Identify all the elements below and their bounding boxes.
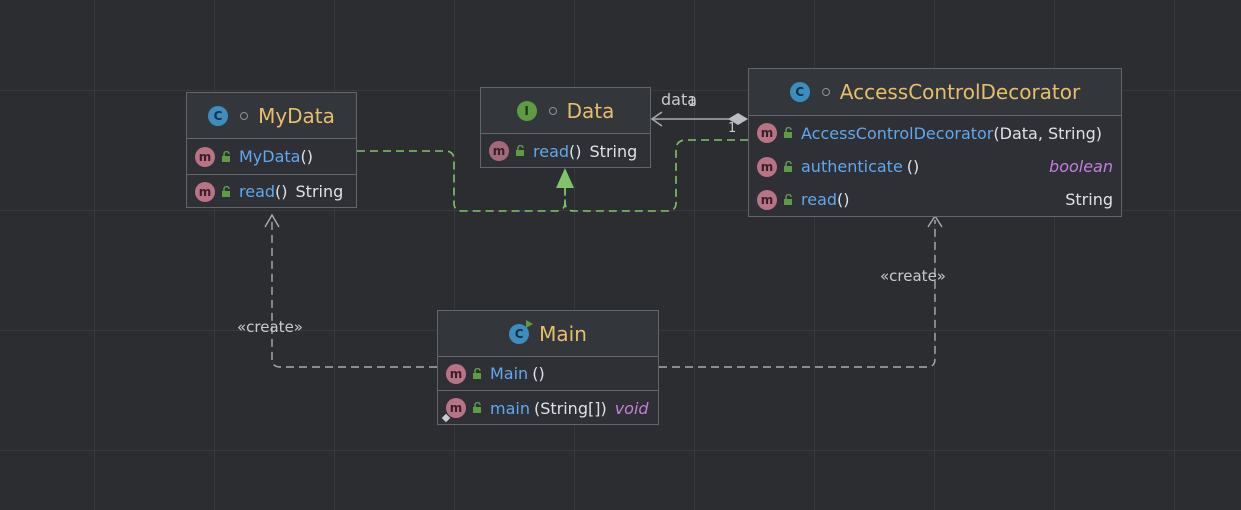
class-node-mydata[interactable]: C MyData m MyData () m read () String [186, 92, 357, 208]
method-icon: m [757, 189, 777, 210]
member-row-main-main[interactable]: m main (String[]) void [438, 390, 658, 425]
public-lock-icon [222, 150, 230, 162]
create-label-left: «create» [237, 318, 303, 336]
public-lock-icon [784, 127, 792, 138]
package-visibility-icon [821, 88, 830, 96]
member-name: read [801, 190, 838, 209]
member-name: read [239, 182, 276, 201]
member-return-type: String [589, 141, 638, 161]
class-header-mydata[interactable]: C MyData [187, 93, 356, 139]
package-visibility-icon [240, 111, 249, 120]
method-icon: m [195, 146, 215, 167]
member-name: MyData [239, 147, 301, 166]
static-method-icon: m [441, 398, 466, 423]
member-params: () [837, 190, 850, 209]
class-icon: C [789, 82, 810, 102]
association-arrowhead [650, 111, 663, 127]
class-header-main[interactable]: C Main [438, 311, 658, 357]
member-row-decorator-read[interactable]: m read () String [749, 183, 1121, 216]
member-name: main [490, 398, 530, 418]
public-lock-icon [784, 160, 792, 172]
member-row-mydata-constructor[interactable]: m MyData () [187, 139, 356, 174]
create-label-right: «create» [880, 267, 946, 285]
class-node-main[interactable]: C Main m Main () m main (String[]) void [437, 310, 659, 425]
class-title-main: Main [539, 321, 587, 346]
public-lock-icon [222, 185, 230, 197]
class-icon: C [208, 105, 229, 126]
package-visibility-icon [548, 106, 557, 115]
member-row-decorator-constructor[interactable]: m AccessControlDecorator (Data, String) [749, 116, 1121, 150]
multiplicity-target-label: 1 [728, 121, 737, 136]
member-name: AccessControlDecorator [801, 123, 994, 143]
member-row-data-read[interactable]: m read () String [481, 134, 650, 168]
member-params: (Data, String) [993, 123, 1102, 143]
member-return-type: String [295, 182, 344, 201]
class-title-data: Data [566, 98, 615, 123]
member-return-type: boolean [1049, 157, 1113, 176]
interface-icon: I [516, 100, 537, 121]
member-params: () [569, 141, 582, 161]
class-node-access-control-decorator[interactable]: C AccessControlDecorator m AccessControl… [748, 68, 1122, 217]
member-params: (String[]) [533, 398, 607, 418]
dependency-edge-main-mydata[interactable] [271, 218, 437, 368]
member-return-type: void [614, 398, 649, 418]
member-row-mydata-read[interactable]: m read () String [187, 174, 356, 208]
member-params: () [532, 364, 545, 383]
realization-arrowhead [556, 168, 574, 188]
abstract-method-icon: m [489, 141, 509, 161]
public-lock-icon [473, 367, 481, 379]
public-lock-icon [784, 193, 792, 205]
class-title-decorator: AccessControlDecorator [839, 80, 1081, 104]
method-icon: m [757, 156, 777, 177]
realization-edge-decorator-data[interactable] [564, 139, 748, 212]
public-lock-icon [516, 145, 524, 156]
member-row-decorator-authenticate[interactable]: m authenticate () boolean [749, 150, 1121, 183]
runnable-class-icon: C [509, 319, 534, 344]
method-icon: m [446, 363, 466, 384]
member-name: Main [490, 364, 529, 383]
multiplicity-source-label: 1 [688, 95, 697, 110]
public-lock-icon [473, 402, 481, 413]
member-return-type: String [1065, 190, 1113, 209]
member-params: () [275, 182, 288, 201]
member-name: authenticate [801, 157, 903, 176]
realization-edge-mydata-data[interactable] [357, 150, 566, 212]
member-params: () [906, 157, 920, 176]
class-title-mydata: MyData [258, 103, 335, 128]
method-icon: m [195, 181, 215, 202]
composition-diamond [728, 113, 748, 125]
member-name: read [533, 141, 570, 161]
method-icon: m [757, 123, 777, 143]
association-label: data [661, 90, 698, 109]
dependency-arrowhead-mydata [264, 213, 280, 228]
class-node-data[interactable]: I Data m read () String [480, 87, 651, 168]
member-params: () [300, 147, 313, 166]
dependency-edge-main-decorator[interactable] [659, 220, 936, 368]
member-row-main-constructor[interactable]: m Main () [438, 357, 658, 390]
class-header-data[interactable]: I Data [481, 88, 650, 134]
class-header-decorator[interactable]: C AccessControlDecorator [749, 69, 1121, 116]
